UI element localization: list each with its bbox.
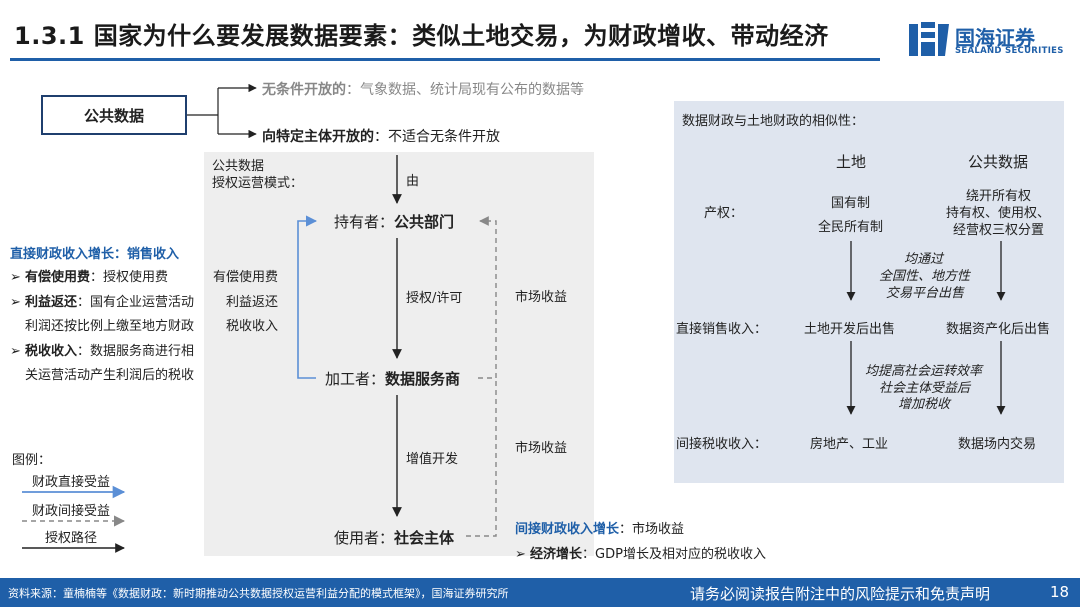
bullet-arrow-icon: ➢ [515, 547, 531, 562]
growth-desc: ：GDP增长及相对应的税收收入 [582, 547, 766, 562]
processor-name: 数据服务商 [385, 370, 461, 388]
indirect-revenue-title-main: 间接财政收入增长 [515, 522, 620, 537]
item3-desc: ：数据服务商进行相 [77, 344, 195, 359]
unconditional-open-desc: ：气象数据、统计局现有公布的数据等 [346, 82, 584, 98]
holder-prefix: 持有者： [334, 213, 395, 231]
footer-disclaimer: 请务必阅读报告附注中的风险提示和免责声明 [690, 585, 991, 603]
logo-subtext: SEALAND SECURITIES [955, 46, 1064, 56]
public-property-line3: 经营权三权分置 [953, 223, 1045, 238]
profit-return-label: 利益返还 [226, 295, 279, 310]
unconditional-open-label: 无条件开放的 [262, 82, 346, 98]
unconditional-open-branch: 无条件开放的：气象数据、统计局现有公布的数据等 [262, 79, 584, 99]
column-public-data: 公共数据 [968, 153, 1029, 171]
title-underline [10, 58, 880, 61]
user-node: 使用者：社会主体 [334, 527, 454, 548]
public-data-box: 公共数据 [41, 95, 187, 135]
paid-use-fee-label: 有偿使用费 [213, 270, 279, 285]
row-direct-sales: 直接销售收入： [676, 322, 768, 337]
note1-line1: 均通过 [904, 252, 944, 267]
item1-desc: ：授权使用费 [90, 270, 169, 285]
growth-label: 经济增长 [530, 547, 583, 562]
note1-line3: 交易平台出售 [886, 286, 965, 301]
holder-name: 公共部门 [394, 213, 455, 231]
specific-open-desc: ：不适合无条件开放 [374, 129, 500, 145]
by-label: 由 [406, 174, 420, 189]
user-prefix: 使用者： [334, 529, 395, 547]
processor-node: 加工者：数据服务商 [325, 368, 460, 389]
row-indirect-tax: 间接税收收入： [676, 437, 768, 452]
indirect-revenue-title: 间接财政收入增长：市场收益 [515, 518, 684, 537]
sealand-logo-icon [909, 22, 949, 56]
note2-line1: 均提高社会运转效率 [865, 364, 983, 379]
similarity-title: 数据财政与土地财政的相似性： [682, 114, 865, 129]
public-indirect-tax: 数据场内交易 [958, 437, 1037, 452]
processor-prefix: 加工者： [325, 370, 386, 388]
public-direct-sales: 数据资产化后出售 [946, 322, 1051, 337]
license-label: 授权/许可 [406, 291, 463, 306]
logo-text: 国海证券 [955, 26, 1035, 50]
note1-line2: 全国性、地方性 [879, 269, 971, 284]
list-item: ➢ 利益返还：国有企业运营活动 [10, 291, 194, 310]
mode-label-line1: 公共数据 [212, 159, 265, 174]
tax-revenue-label: 税收收入 [226, 319, 279, 334]
page-number: 18 [1050, 583, 1070, 601]
legend-indirect: 财政间接受益 [32, 504, 111, 519]
item3-desc-line2: 关运营活动产生利润后的税收 [25, 368, 195, 383]
economic-growth-item: ➢ 经济增长：GDP增长及相对应的税收收入 [515, 543, 766, 562]
legend-auth-path: 授权路径 [45, 531, 98, 546]
direct-revenue-title-main: 直接财政收入增长 [10, 247, 115, 262]
column-land: 土地 [836, 153, 867, 171]
holder-node: 持有者：公共部门 [334, 211, 454, 232]
bullet-arrow-icon: ➢ [10, 295, 26, 310]
specific-open-label: 向特定主体开放的 [262, 129, 374, 145]
mode-label-line2: 授权运营模式： [212, 176, 304, 191]
land-property-line2: 全民所有制 [818, 220, 884, 235]
row-property: 产权： [704, 206, 744, 221]
land-property-line1: 国有制 [831, 196, 871, 211]
item2-desc-line2: 利润还按比例上缴至地方财政 [25, 319, 195, 334]
public-property-line1: 绕开所有权 [966, 189, 1032, 204]
bullet-arrow-icon: ➢ [10, 270, 26, 285]
page-title: 1.3.1 国家为什么要发展数据要素：类似土地交易，为财政增收、带动经济 [14, 22, 829, 50]
bullet-arrow-icon: ➢ [10, 344, 26, 359]
footer-bar [0, 578, 1080, 607]
list-item: ➢ 税收收入：数据服务商进行相 [10, 340, 194, 359]
market-income-label: 市场收益 [515, 441, 568, 456]
direct-revenue-title-sub: ：销售收入 [114, 247, 180, 262]
land-direct-sales: 土地开发后出售 [804, 322, 896, 337]
land-indirect-tax: 房地产、工业 [810, 437, 889, 452]
user-name: 社会主体 [394, 529, 455, 547]
list-item: ➢ 有偿使用费：授权使用费 [10, 266, 168, 285]
value-add-label: 增值开发 [406, 452, 459, 467]
market-income-label: 市场收益 [515, 290, 568, 305]
indirect-revenue-title-sub: ：市场收益 [619, 522, 685, 537]
specific-open-branch: 向特定主体开放的：不适合无条件开放 [262, 126, 500, 146]
item2-desc: ：国有企业运营活动 [77, 295, 195, 310]
footer-source: 资料来源：童楠楠等《数据财政：新时期推动公共数据授权运营利益分配的模式框架》，国… [8, 587, 509, 600]
item2-label: 利益返还 [25, 295, 78, 310]
legend-title: 图例： [12, 453, 52, 468]
direct-revenue-title: 直接财政收入增长：销售收入 [10, 243, 179, 262]
note2-line3: 增加税收 [898, 397, 951, 412]
item1-label: 有偿使用费 [25, 270, 91, 285]
public-property-line2: 持有权、使用权、 [946, 206, 1051, 221]
item3-label: 税收收入 [25, 344, 78, 359]
legend-direct: 财政直接受益 [32, 475, 111, 490]
note2-line2: 社会主体受益后 [879, 381, 971, 396]
